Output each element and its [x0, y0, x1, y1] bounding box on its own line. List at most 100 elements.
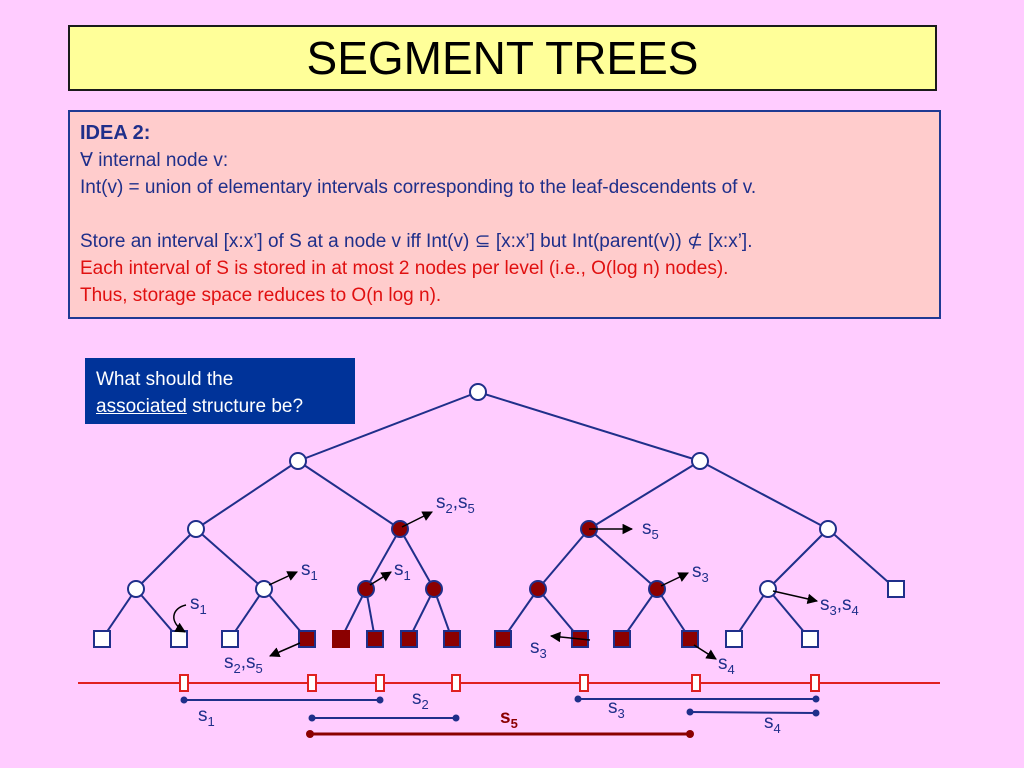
label-s4: s4: [764, 712, 781, 736]
node-root: [469, 383, 487, 401]
idea-line-3b: [x:x’] but Int(parent(v)): [490, 231, 687, 252]
interval-end: [452, 714, 460, 722]
subset-symbol: ⊆: [474, 231, 491, 252]
arrow: [693, 644, 717, 660]
arrow: [549, 631, 591, 643]
label-s2: s2: [412, 688, 429, 712]
label-s2-s5: s2,s5: [436, 492, 475, 516]
interval-end: [812, 709, 820, 717]
question-line-2: associated structure be?: [96, 393, 344, 420]
node: [819, 520, 837, 538]
node: [691, 452, 709, 470]
arrow: [173, 604, 187, 633]
node-marked: [648, 580, 666, 598]
endpoint: [375, 674, 385, 692]
idea-red-line-1: Each interval of S is stored in at most …: [80, 258, 729, 279]
idea-box: IDEA 2: ∀ internal node v: Int(v) = unio…: [68, 110, 941, 319]
label-s1: s1: [394, 559, 411, 583]
slide-title: SEGMENT TREES: [68, 25, 937, 91]
node: [187, 520, 205, 538]
edge: [588, 460, 701, 530]
interval-end: [308, 714, 316, 722]
leaf: [170, 630, 188, 648]
label-s1: s1: [301, 559, 318, 583]
leaf-marked: [443, 630, 461, 648]
idea-line-3: Store an interval [x:x’] of S at a node …: [80, 228, 929, 255]
label-s1: s1: [190, 593, 207, 617]
leaf-marked: [494, 630, 512, 648]
label-s1: s1: [198, 705, 215, 729]
segment-labels: s2,s5 s5 s1 s1 s3 s1 s3,s4 s3 s2,s5 s4 s…: [190, 492, 859, 736]
interval-end: [812, 695, 820, 703]
endpoint: [451, 674, 461, 692]
node: [255, 580, 273, 598]
arrow: [269, 642, 301, 658]
edge: [767, 528, 829, 590]
idea-line-1: ∀ internal node v:: [80, 147, 929, 174]
label-s3: s3: [692, 561, 709, 585]
node-marked: [391, 520, 409, 538]
question-line-1: What should the: [96, 369, 234, 390]
arrow: [401, 511, 433, 528]
tree-nodes: [127, 383, 905, 598]
tree-edges: [101, 391, 897, 640]
edge: [537, 528, 590, 590]
arrow: [268, 571, 298, 586]
interval-end: [686, 730, 694, 738]
label-s5: s5: [500, 707, 518, 731]
label-s2-s5: s2,s5: [224, 652, 263, 676]
node: [127, 580, 145, 598]
endpoint: [307, 674, 317, 692]
leaf: [725, 630, 743, 648]
interval-end: [180, 696, 188, 704]
edge: [297, 391, 479, 462]
node: [759, 580, 777, 598]
edge: [827, 528, 897, 590]
edge: [399, 528, 435, 590]
leaf: [93, 630, 111, 648]
leaf-marked: [298, 630, 316, 648]
idea-heading: IDEA 2:: [80, 122, 151, 144]
idea-line-2: Int(v) = union of elementary intervals c…: [80, 177, 757, 198]
edge: [365, 528, 401, 590]
interval-end: [574, 695, 582, 703]
edge: [297, 460, 401, 530]
leaf-marked: [681, 630, 699, 648]
edge: [195, 460, 299, 530]
arrow: [369, 571, 392, 586]
label-s3: s3: [530, 637, 547, 661]
endpoint: [179, 674, 189, 692]
endpoint: [579, 674, 589, 692]
edge: [477, 391, 701, 462]
intervals: [180, 695, 820, 738]
leaf: [801, 630, 819, 648]
interval-end: [686, 708, 694, 716]
leaf: [887, 580, 905, 598]
endpoint: [810, 674, 820, 692]
node-marked: [425, 580, 443, 598]
idea-line-1-text: internal node v:: [93, 150, 229, 171]
question-box: What should the associated structure be?: [85, 358, 355, 424]
leaf-marked: [332, 630, 350, 648]
leaf-marked: [613, 630, 631, 648]
arrow: [772, 590, 819, 605]
leaf-marked: [366, 630, 384, 648]
edge: [135, 528, 197, 590]
forall-symbol: ∀: [80, 150, 93, 171]
node: [289, 452, 307, 470]
label-s3: s3: [608, 697, 625, 721]
not-subset-symbol: ⊄: [686, 231, 703, 252]
interval-s4: [689, 711, 817, 714]
tree-leaves: [93, 630, 819, 648]
question-underlined: associated: [96, 396, 187, 417]
annotation-arrows: [173, 511, 819, 660]
label-s5: s5: [642, 518, 659, 542]
label-s4: s4: [718, 653, 735, 677]
interval-end: [376, 696, 384, 704]
question-line-2-rest: structure be?: [186, 396, 304, 417]
leaf: [221, 630, 239, 648]
arrow: [660, 572, 689, 587]
idea-red-line-2: Thus, storage space reduces to O(n log n…: [80, 285, 442, 306]
axis-endpoints: [179, 674, 820, 692]
